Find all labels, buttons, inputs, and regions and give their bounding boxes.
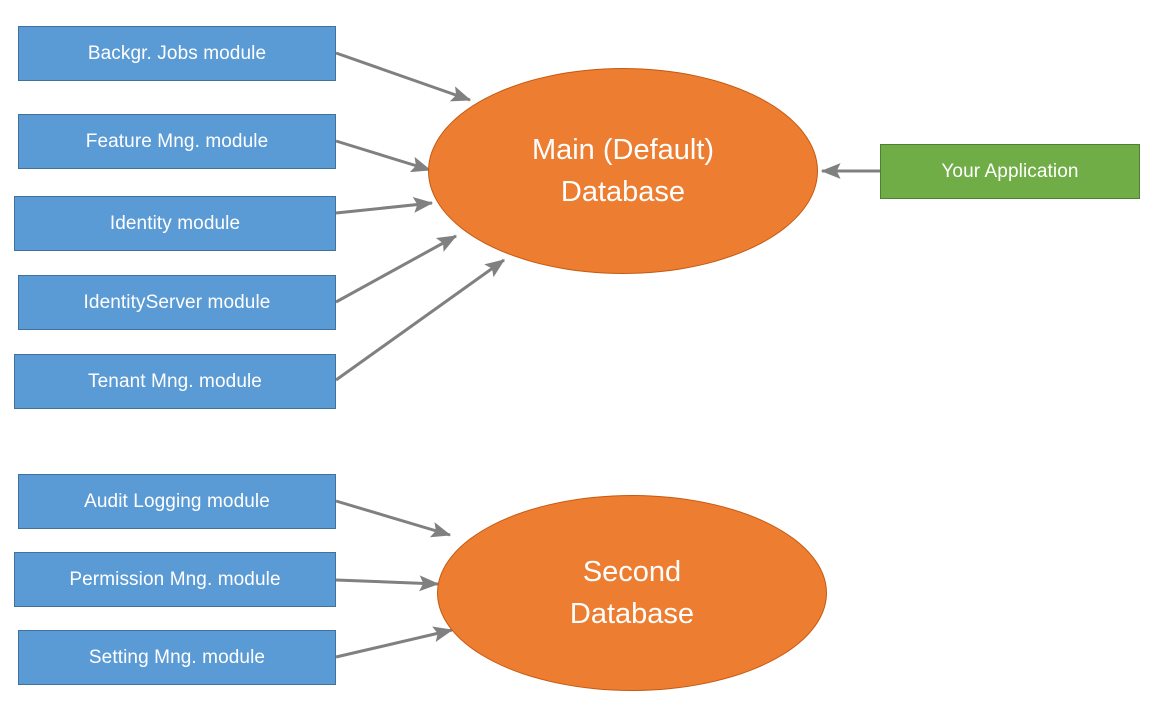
node-setting-management[interactable]: Setting Mng. module	[18, 630, 336, 685]
connector-setting-management-to-second-database	[335, 626, 454, 659]
node-label-line1: Main (Default)	[531, 133, 715, 166]
node-label: Setting Mng. module	[88, 646, 266, 668]
node-label: IdentityServer module	[83, 291, 271, 313]
connector-permission-management-to-second-database	[335, 575, 440, 592]
node-label: Backgr. Jobs module	[87, 42, 267, 64]
node-label: Your Application	[941, 160, 1079, 182]
node-your-application[interactable]: Your Application	[880, 144, 1140, 199]
node-label-line1: Second	[582, 555, 682, 588]
connector-feature-management-to-main-database	[335, 139, 432, 173]
node-permission-management[interactable]: Permission Mng. module	[14, 552, 336, 607]
node-tenant-management[interactable]: Tenant Mng. module	[14, 354, 336, 409]
node-label-line2: Database	[569, 598, 695, 630]
node-label: Tenant Mng. module	[88, 370, 262, 392]
node-identity-server[interactable]: IdentityServer module	[18, 275, 336, 330]
connector-identity-to-main-database	[335, 197, 434, 215]
node-label: Audit Logging module	[84, 490, 270, 512]
connector-tenant-management-to-main-database	[335, 258, 505, 382]
node-label: Identity module	[109, 212, 241, 234]
node-audit-logging[interactable]: Audit Logging module	[18, 474, 336, 529]
connector-identity-server-to-main-database	[335, 234, 458, 304]
node-label: Feature Mng. module	[85, 130, 269, 152]
node-label: Permission Mng. module	[69, 568, 281, 590]
node-feature-management[interactable]: Feature Mng. module	[18, 114, 336, 169]
connector-audit-logging-to-second-database	[335, 499, 452, 538]
node-identity[interactable]: Identity module	[14, 196, 336, 251]
connector-background-jobs-to-main-database	[335, 51, 472, 102]
node-background-jobs[interactable]: Backgr. Jobs module	[18, 26, 336, 81]
node-main-database[interactable]: Main (Default) Database	[428, 68, 818, 274]
node-label-line2: Database	[560, 176, 686, 208]
